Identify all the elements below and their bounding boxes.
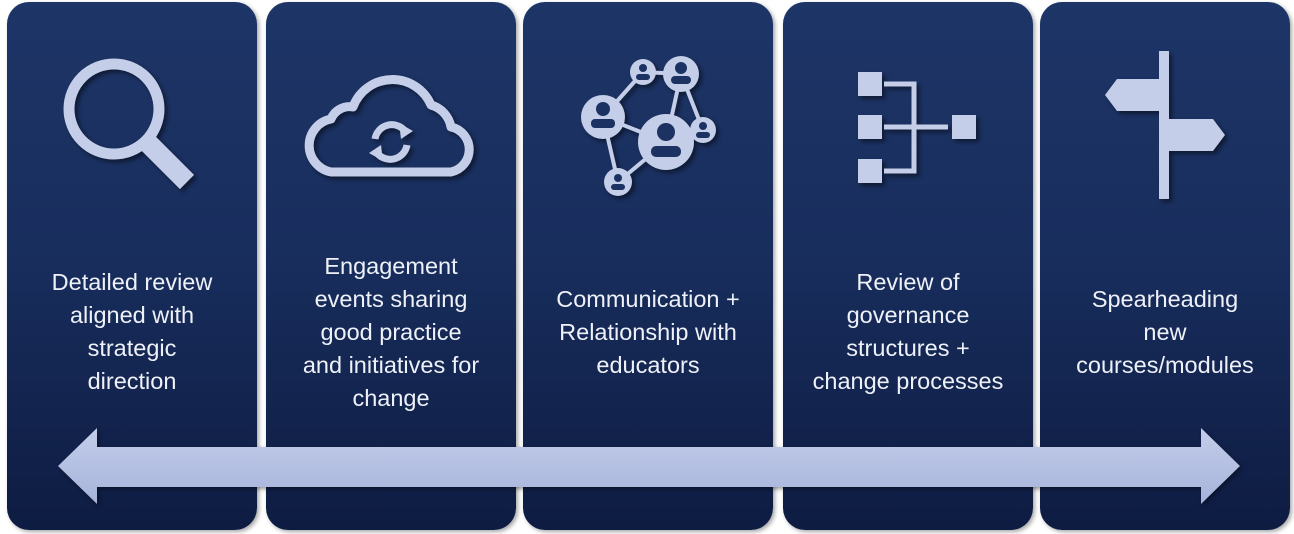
hierarchy-icon — [783, 42, 1033, 212]
signpost-icon — [1040, 42, 1290, 212]
panel-engagement-events: Engagement events sharing good practice … — [266, 2, 516, 530]
panel-detailed-review: Detailed review aligned with strategic d… — [7, 2, 257, 530]
panel-label: Review of governance structures + change… — [812, 269, 1004, 394]
panel-spearheading: Spearheading new courses/modules — [1040, 2, 1290, 530]
panel-label: Detailed review aligned with strategic d… — [51, 269, 213, 394]
panel-label: Communication + Relationship with educat… — [556, 285, 740, 378]
panel-communication: Communication + Relationship with educat… — [523, 2, 773, 530]
people-network-icon — [523, 42, 773, 212]
magnifier-icon — [7, 42, 257, 212]
panel-label: Engagement events sharing good practice … — [302, 252, 480, 411]
cloud-sync-icon — [266, 42, 516, 212]
panel-governance: Review of governance structures + change… — [783, 2, 1033, 530]
panel-label: Spearheading new courses/modules — [1076, 285, 1254, 378]
